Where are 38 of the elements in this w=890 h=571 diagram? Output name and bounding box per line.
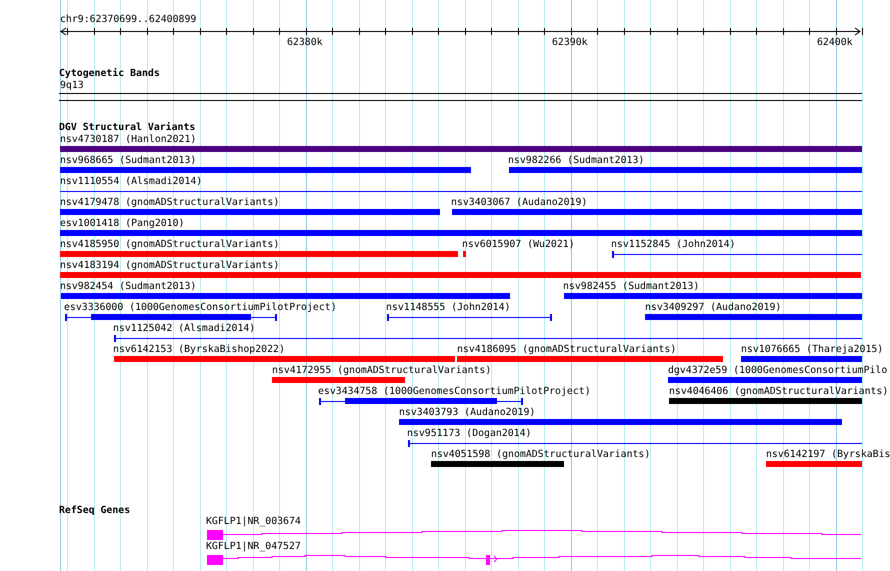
feature-label: nsv4186095 (gnomADStructuralVariants) xyxy=(457,344,676,356)
feature-label: nsv1148555 (John2014) xyxy=(386,302,510,314)
coordinate-range-label: chr9:62370699..62400899 xyxy=(60,14,196,26)
feature-label: nsv4051598 (gnomADStructuralVariants) xyxy=(431,449,650,461)
feature-label: nsv4183194 (gnomADStructuralVariants) xyxy=(60,260,280,272)
feature-label: nsv982454 (Sudmant2013) xyxy=(60,281,196,293)
feature-label: nsv3403067 (Audano2019) xyxy=(451,197,588,209)
feature-label: nsv968665 (Sudmant2013) xyxy=(60,155,196,167)
feature-label: nsv4179478 (gnomADStructuralVariants) xyxy=(60,197,280,209)
feature-label: nsv951173 (Dogan2014) xyxy=(407,428,532,440)
band-label: 9q13 xyxy=(60,80,84,92)
feature-label: nsv6142197 (ByrskaBis xyxy=(766,449,890,461)
feature-label: nsv982266 (Sudmant2013) xyxy=(508,155,644,167)
feature-label: esv3336000 (1000GenomesConsortiumPilotProject) xyxy=(64,302,337,314)
gene-label: KGFLP1|NR_003674 xyxy=(206,516,301,528)
feature-label: nsv1076665 (Thareja2015) xyxy=(741,344,884,356)
feature-label: nsv6015907 (Wu2021) xyxy=(462,239,575,251)
feature-label: esv3434758 (1000GenomesConsortiumPilotProject) xyxy=(318,386,591,398)
feature-label: nsv6142153 (ByrskaBishop2022) xyxy=(113,344,285,356)
axis-tick-label: 62400k xyxy=(817,37,853,49)
axis-tick-label: 62380k xyxy=(287,37,323,49)
feature-label: nsv4046406 (gnomADStructuralVariants) xyxy=(669,386,888,398)
feature-label: nsv982455 (Sudmant2013) xyxy=(563,281,700,293)
feature-label: nsv1125042 (Alsmadi2014) xyxy=(113,323,256,335)
feature-label: dgv4372e59 (1000GenomesConsortiumPilo xyxy=(668,365,888,377)
track-title: DGV Structural Variants xyxy=(59,122,196,134)
feature-label: nsv3403793 (Audano2019) xyxy=(399,407,536,419)
feature-label: nsv4730187 (Hanlon2021) xyxy=(60,134,196,146)
axis-tick-label: 62390k xyxy=(552,37,588,49)
track-title: Cytogenetic Bands xyxy=(59,68,160,80)
gene-label: KGFLP1|NR_047527 xyxy=(206,541,301,553)
feature-label: nsv4172955 (gnomADStructuralVariants) xyxy=(272,365,492,377)
feature-label: nsv1110554 (Alsmadi2014) xyxy=(60,176,202,188)
feature-label: nsv1152845 (John2014) xyxy=(611,239,736,251)
feature-label: nsv4185950 (gnomADStructuralVariants) xyxy=(60,239,280,251)
feature-label: nsv3409297 (Audano2019) xyxy=(645,302,782,314)
feature-label: esv1001418 (Pang2010) xyxy=(60,218,184,230)
track-title: RefSeq Genes xyxy=(59,505,130,517)
